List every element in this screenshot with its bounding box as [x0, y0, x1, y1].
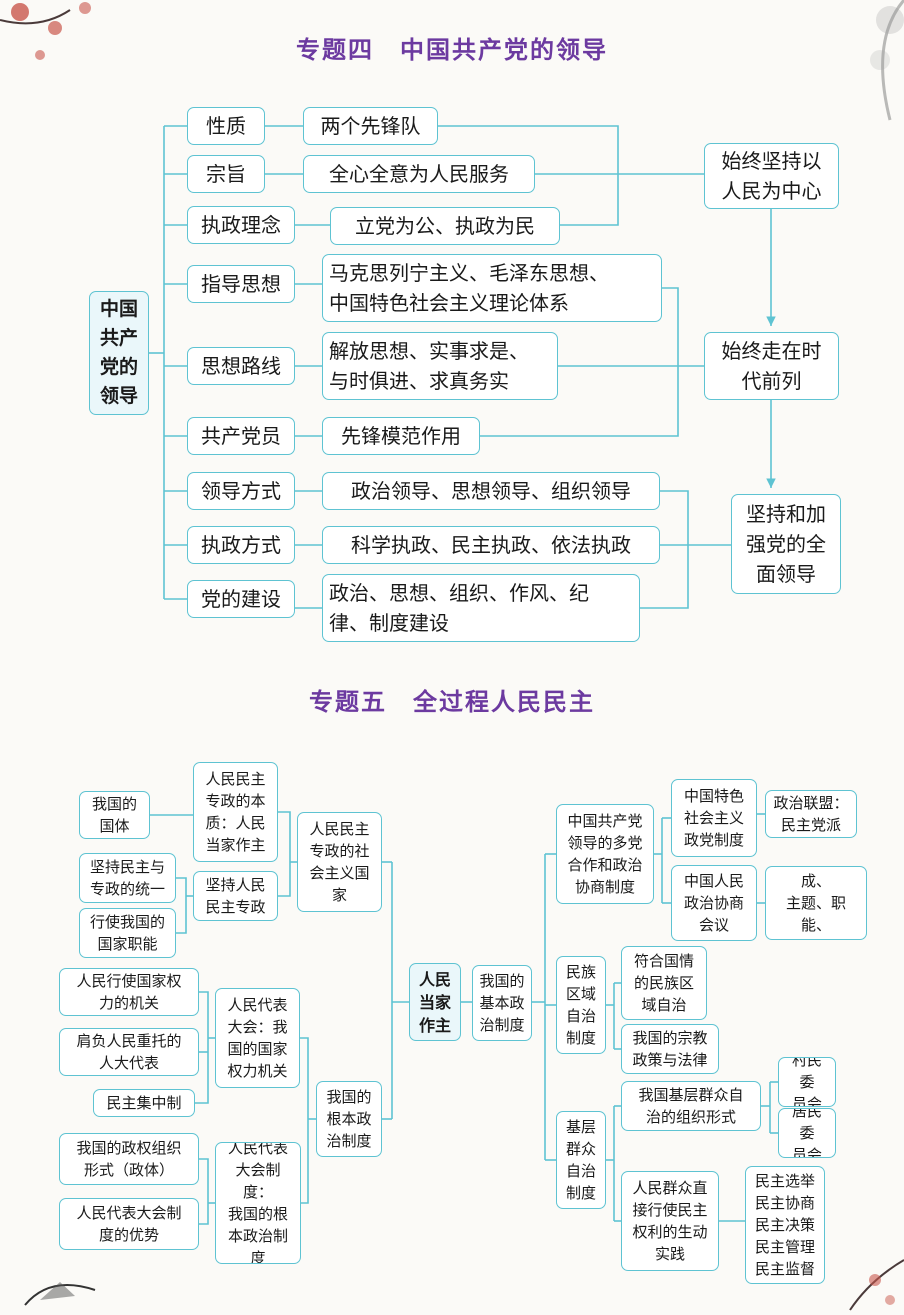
- s5-connector: [176, 877, 187, 934]
- s4-label-7: 领导方式: [187, 472, 295, 510]
- s5-democracy-item: 民主协商: [754, 1194, 815, 1212]
- s5-cppcc-details: 性质、组成、 主题、职能、 作用、要求: [765, 866, 867, 940]
- s5-unity: 坚持民主与 专政的统一: [79, 853, 176, 903]
- s5-village-committee: 村民委 员会: [778, 1057, 836, 1107]
- s5-basic-system: 我国的 基本政 治制度: [472, 965, 532, 1041]
- s5-democracy-item: 民主管理: [754, 1238, 815, 1256]
- s5-connector: [278, 811, 291, 897]
- s5-npc: 人民代表 大会：我 国的国家 权力机关: [215, 988, 300, 1088]
- decorative-tree-top-right: [870, 0, 904, 121]
- s5-direct-democracy: 人民群众直 接行使民主 权利的生动 实践: [621, 1171, 719, 1271]
- s5-grassroots-autonomy: 基层 群众 自治 制度: [556, 1111, 606, 1209]
- s5-democracy-item: 民主监督: [754, 1260, 815, 1278]
- s5-guoti: 我国的 国体: [79, 791, 150, 839]
- s4-root: 中国 共产 党的 领导: [89, 291, 149, 415]
- s4-label-1: 性质: [187, 107, 265, 145]
- s5-party-system-socialist: 中国特色 社会主义 政党制度: [671, 779, 757, 857]
- s5-religious-policy: 我国的宗教 政策与法律: [621, 1024, 719, 1074]
- s4-value-9: 政治、思想、组织、作风、纪 律、制度建设: [322, 574, 640, 642]
- s4-label-6: 共产党员: [187, 417, 295, 455]
- section4-title: 专题四 中国共产党的领导: [296, 36, 608, 64]
- s4-value-4: 马克思列宁主义、毛泽东思想、 中国特色社会主义理论体系: [322, 254, 662, 322]
- s4-value-3: 立党为公、执政为民: [330, 207, 560, 245]
- s4-label-2: 宗旨: [187, 155, 265, 193]
- s5-democratic-centralism: 民主集中制: [93, 1089, 195, 1117]
- s4-value-1: 两个先锋队: [303, 107, 438, 145]
- s5-deputies: 肩负人民重托的 人大代表: [59, 1028, 199, 1076]
- s5-socialist-state: 人民民主 专政的社 会主义国 家: [297, 812, 382, 912]
- s4-value-6: 先锋模范作用: [322, 417, 480, 455]
- s4-value-7: 政治领导、思想领导、组织领导: [322, 472, 660, 510]
- s5-resident-committee: 居民委 员会: [778, 1108, 836, 1158]
- s4-label-3: 执政理念: [187, 206, 295, 244]
- s5-npc-advantage: 人民代表大会制 度的优势: [59, 1198, 199, 1250]
- s5-essence: 人民民主 专政的本 质：人民 当家作主: [193, 762, 278, 862]
- s5-connector: [300, 1037, 309, 1204]
- s5-democracy-item: 民主选举: [754, 1172, 815, 1190]
- s4-label-4: 指导思想: [187, 265, 295, 303]
- s5-ethnic-autonomy: 民族 区域 自治 制度: [556, 956, 606, 1054]
- s4-value-2: 全心全意为人民服务: [303, 155, 535, 193]
- s5-npc-system: 人民代表 大会制度： 我国的根 本政治制 度: [215, 1142, 301, 1264]
- s5-government-form: 我国的政权组织 形式（政体）: [59, 1133, 199, 1185]
- decorative-crane-bottom-left: [24, 1282, 96, 1306]
- s5-center: 人民 当家 作主: [409, 963, 461, 1041]
- s4-label-8: 执政方式: [187, 526, 295, 564]
- s4-value-8: 科学执政、民主执政、依法执政: [322, 526, 660, 564]
- s4-outcome-2: 始终走在时 代前列: [704, 332, 839, 400]
- s4-outcome-3: 坚持和加 强党的全 面领导: [731, 494, 841, 594]
- s5-democracy-list: 民主选举 民主协商 民主决策 民主管理 民主监督: [745, 1166, 825, 1284]
- s5-uphold-dictatorship: 坚持人民 民主专政: [193, 871, 278, 921]
- section5-title: 专题五 全过程人民民主: [309, 688, 595, 716]
- s5-cppcc: 中国人民 政治协商 会议: [671, 865, 757, 941]
- s5-fundamental-system: 我国的 根本政 治制度: [316, 1081, 382, 1157]
- s5-political-alliance: 政治联盟： 民主党派: [765, 790, 857, 838]
- s5-state-functions: 行使我国的 国家职能: [79, 908, 176, 958]
- decorative-blossom-bottom-right: [849, 1259, 904, 1311]
- s4-value-5: 解放思想、实事求是、 与时俱进、求真务实: [322, 332, 558, 400]
- s4-outcome-1: 始终坚持以 人民为中心: [704, 143, 839, 209]
- s5-ethnic-autonomy-fit: 符合国情 的民族区 域自治: [621, 946, 707, 1020]
- s4-label-5: 思想路线: [187, 347, 295, 385]
- s5-connector: [199, 1158, 209, 1225]
- s5-grassroots-forms: 我国基层群众自 治的组织形式: [621, 1081, 761, 1131]
- s4-label-9: 党的建设: [187, 580, 295, 618]
- s5-party-system: 中国共产党 领导的多党 合作和政治 协商制度: [556, 804, 654, 904]
- s5-democracy-item: 民主决策: [754, 1216, 815, 1234]
- s5-power-organ: 人民行使国家权 力的机关: [59, 968, 199, 1016]
